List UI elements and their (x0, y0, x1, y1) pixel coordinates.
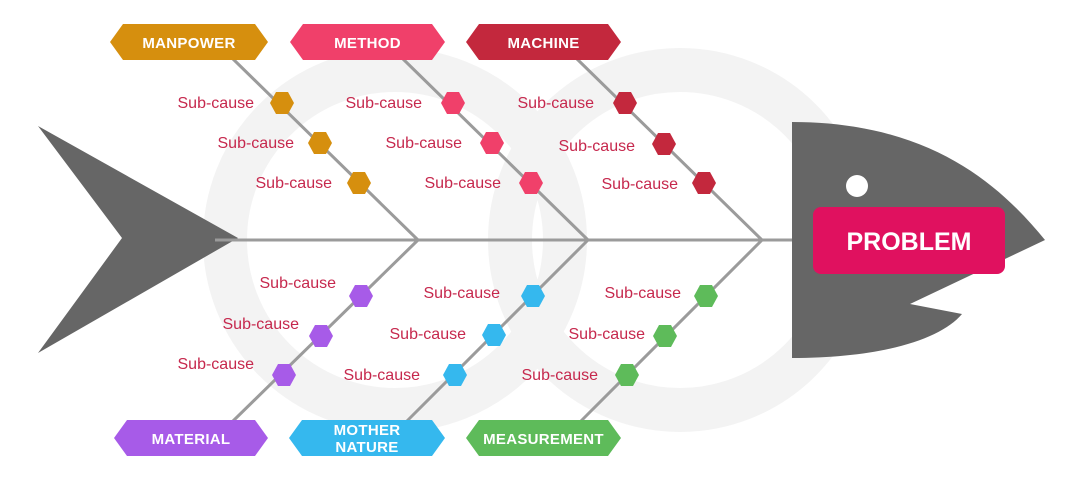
category-label-manpower: MANPOWER (142, 35, 235, 52)
sub-cause-node (615, 364, 639, 386)
sub-cause-label: Sub-cause (425, 175, 502, 192)
sub-cause-label: Sub-cause (218, 135, 295, 152)
sub-cause-label: Sub-cause (178, 95, 255, 112)
sub-cause-node (441, 92, 465, 114)
sub-cause-node (308, 132, 332, 154)
category-label-measurement: MEASUREMENT (483, 431, 604, 448)
sub-cause-node (519, 172, 543, 194)
sub-cause-label: Sub-cause (569, 326, 646, 343)
problem-label: PROBLEM (847, 228, 972, 256)
category-box-mother-nature (289, 420, 445, 456)
sub-cause-node (653, 325, 677, 347)
category-box-machine (466, 24, 621, 60)
sub-cause-node (309, 325, 333, 347)
category-box-material (114, 420, 268, 456)
category-label-mother-nature: NATURE (335, 439, 398, 456)
sub-cause-label: Sub-cause (178, 356, 255, 373)
sub-cause-node (480, 132, 504, 154)
category-box-measurement (466, 420, 621, 456)
problem-box (813, 207, 1005, 274)
sub-cause-label: Sub-cause (346, 95, 423, 112)
sub-cause-label: Sub-cause (559, 138, 636, 155)
sub-cause-node (652, 133, 676, 155)
category-box-method (290, 24, 445, 60)
category-box-manpower (110, 24, 268, 60)
sub-cause-label: Sub-cause (260, 275, 337, 292)
sub-cause-node (272, 364, 296, 386)
sub-cause-label: Sub-cause (518, 95, 595, 112)
sub-cause-label: Sub-cause (602, 176, 679, 193)
fish-eye (846, 175, 868, 197)
category-label-method: METHOD (334, 35, 401, 52)
sub-cause-node (349, 285, 373, 307)
sub-cause-label: Sub-cause (344, 367, 421, 384)
sub-cause-node (482, 324, 506, 346)
sub-cause-node (521, 285, 545, 307)
sub-cause-label: Sub-cause (256, 175, 333, 192)
sub-cause-node (613, 92, 637, 114)
sub-cause-node (347, 172, 371, 194)
sub-cause-label: Sub-cause (386, 135, 463, 152)
category-label-mother-nature: MOTHER (334, 422, 401, 439)
category-label-material: MATERIAL (152, 431, 231, 448)
sub-cause-label: Sub-cause (424, 285, 501, 302)
sub-cause-label: Sub-cause (522, 367, 599, 384)
sub-cause-node (694, 285, 718, 307)
sub-cause-node (443, 364, 467, 386)
sub-cause-node (270, 92, 294, 114)
sub-cause-label: Sub-cause (223, 316, 300, 333)
category-label-machine: MACHINE (507, 35, 579, 52)
sub-cause-node (692, 172, 716, 194)
sub-cause-label: Sub-cause (390, 326, 467, 343)
fish-tail (38, 126, 238, 353)
sub-cause-label: Sub-cause (605, 285, 682, 302)
